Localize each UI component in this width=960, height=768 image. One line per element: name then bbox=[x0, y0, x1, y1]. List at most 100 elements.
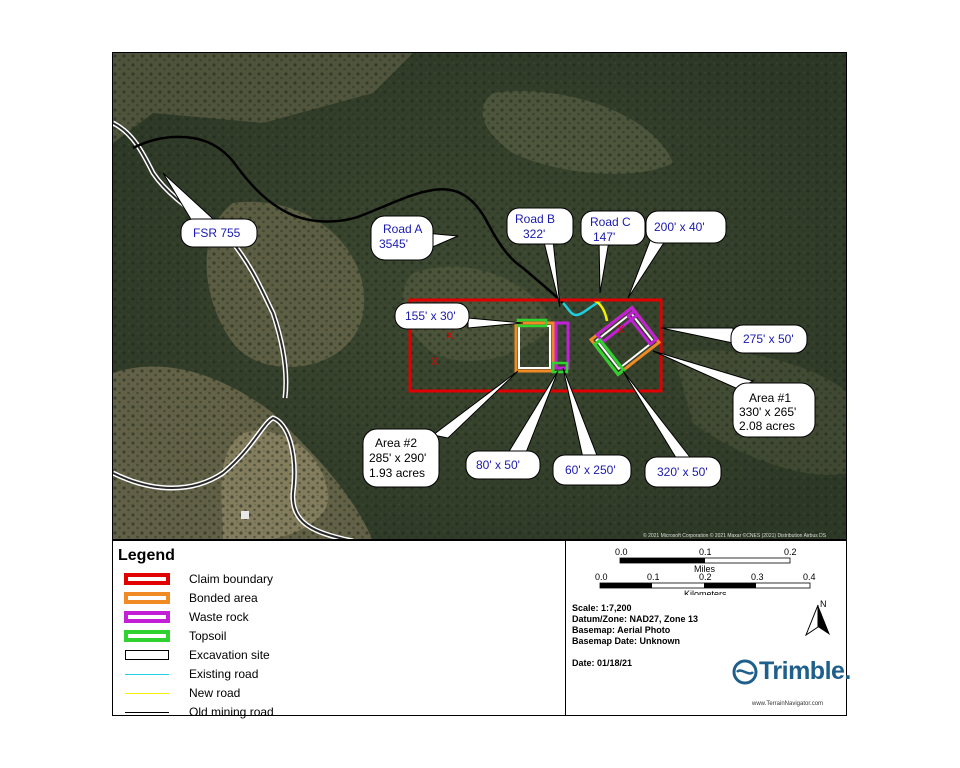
legend-swatch bbox=[124, 573, 170, 585]
area-1-excavation[interactable] bbox=[595, 311, 655, 371]
area-2-bonded[interactable] bbox=[514, 321, 555, 373]
scale-tick: 0.0 bbox=[615, 547, 628, 557]
svg-text:80' x 50': 80' x 50' bbox=[476, 458, 520, 472]
scale-ratio: Scale: 1:7,200 bbox=[572, 603, 632, 613]
legend-line bbox=[125, 674, 169, 675]
legend-swatch bbox=[124, 592, 170, 604]
svg-text:320' x 50': 320' x 50' bbox=[657, 465, 708, 479]
claim-boundary[interactable] bbox=[408, 298, 663, 393]
legend-label: Claim boundary bbox=[189, 572, 274, 586]
legend-label: Old mining road bbox=[189, 705, 274, 719]
scale-tick: 0.1 bbox=[647, 572, 660, 582]
legend-item: Topsoil bbox=[124, 628, 545, 646]
miles-bar-fill bbox=[620, 558, 705, 563]
excavation-marker: X bbox=[431, 356, 439, 368]
map-info: 0.0 0.1 0.2 Miles 0.0 0.1 0.2 0.3 0.4 Ki… bbox=[566, 541, 851, 715]
svg-text:N: N bbox=[820, 599, 827, 609]
legend-label: Waste rock bbox=[189, 610, 249, 624]
svg-text:3545': 3545' bbox=[379, 237, 408, 251]
map-date: Date: 01/18/21 bbox=[572, 658, 633, 668]
legend-swatch bbox=[125, 650, 169, 660]
callout-155x30[interactable]: 155' x 30' bbox=[394, 302, 524, 330]
legend-item: New road bbox=[125, 685, 545, 703]
attribution: © 2021 Microsoft Corporation © 2021 Maxa… bbox=[643, 532, 827, 539]
legend-item: Old mining road bbox=[125, 704, 545, 722]
scale-tick: 0.4 bbox=[803, 572, 816, 582]
scale-tick: 0.0 bbox=[595, 572, 608, 582]
svg-text:322': 322' bbox=[523, 227, 545, 241]
legend-swatch bbox=[124, 611, 170, 623]
scale-tick: 0.2 bbox=[784, 547, 797, 557]
callout-area-1[interactable]: Area #1 330' x 265' 2.08 acres bbox=[652, 350, 816, 438]
callout-road-c[interactable]: Road C 147' bbox=[580, 210, 646, 294]
scale-unit-miles: Miles bbox=[694, 564, 716, 574]
svg-text:Area #1: Area #1 bbox=[749, 391, 791, 405]
legend-label: Excavation site bbox=[189, 648, 270, 662]
building bbox=[241, 511, 249, 519]
legend-label: New road bbox=[189, 686, 241, 700]
svg-text:Road B: Road B bbox=[515, 212, 555, 226]
legend-item: Claim boundary bbox=[124, 571, 545, 589]
area-1-group[interactable] bbox=[588, 305, 662, 377]
legend-item: Existing road bbox=[125, 666, 545, 684]
legend-item: Waste rock bbox=[124, 609, 545, 627]
scale-tick: 0.1 bbox=[699, 547, 712, 557]
svg-text:1.93 acres: 1.93 acres bbox=[369, 466, 425, 480]
svg-text:285' x 290': 285' x 290' bbox=[369, 451, 426, 465]
topsoil-80x50[interactable] bbox=[551, 361, 569, 374]
callout-area-2[interactable]: Area #2 285' x 290' 1.93 acres bbox=[362, 370, 519, 488]
north-arrow-icon: N bbox=[804, 599, 830, 637]
waste-rock-60x250[interactable] bbox=[554, 321, 570, 370]
svg-text:FSR 755: FSR 755 bbox=[193, 226, 241, 240]
svg-text:330' x 265': 330' x 265' bbox=[739, 405, 796, 419]
datum-zone: Datum/Zone: NAD27, Zone 13 bbox=[572, 614, 699, 624]
logo-url: www.TerrainNavigator.com bbox=[752, 701, 824, 707]
trimble-logo: Trimble. bbox=[759, 657, 851, 685]
basemap-date: Basemap Date: Unknown bbox=[572, 636, 681, 646]
callout-road-a[interactable]: Road A 3545' bbox=[370, 215, 459, 261]
scale-tick: 0.3 bbox=[751, 572, 764, 582]
callout-80x50[interactable]: 80' x 50' bbox=[465, 370, 559, 480]
callout-road-b[interactable]: Road B 322' bbox=[506, 207, 574, 308]
trimble-globe-icon bbox=[732, 659, 758, 685]
callout-fsr-755[interactable]: FSR 755 bbox=[162, 172, 258, 248]
excavation-marker: X bbox=[446, 330, 454, 342]
legend-label: Existing road bbox=[189, 667, 259, 681]
legend-line bbox=[125, 693, 169, 694]
callout-275x50[interactable]: 275' x 50' bbox=[660, 324, 808, 354]
scale-bar bbox=[599, 557, 811, 589]
callout-200x40[interactable]: 200' x 40' bbox=[627, 210, 727, 299]
legend-line bbox=[125, 712, 169, 713]
legend-title: Legend bbox=[118, 547, 175, 564]
aerial-map[interactable]: X X X X FSR 755 Road A 3545' Road B 322'… bbox=[113, 53, 847, 540]
svg-text:Road A: Road A bbox=[383, 222, 422, 236]
legend-item: Excavation site bbox=[125, 647, 545, 665]
existing-road[interactable] bbox=[562, 298, 604, 317]
callout-320x50[interactable]: 320' x 50' bbox=[622, 370, 722, 488]
callout-60x250[interactable]: 60' x 250' bbox=[552, 367, 632, 486]
legend-swatch bbox=[124, 630, 170, 642]
svg-text:60' x 250': 60' x 250' bbox=[565, 463, 616, 477]
scale-tick: 0.2 bbox=[699, 572, 712, 582]
map-frame[interactable]: X X X X FSR 755 Road A 3545' Road B 322'… bbox=[112, 52, 847, 540]
km-bar-fill bbox=[704, 583, 756, 588]
svg-text:2.08 acres: 2.08 acres bbox=[739, 419, 795, 433]
scale-unit-km: Kilometers bbox=[684, 589, 727, 595]
waste-rock-275x50[interactable] bbox=[625, 308, 659, 347]
km-bar-fill bbox=[600, 583, 652, 588]
basemap: Basemap: Aerial Photo bbox=[572, 625, 671, 635]
old-mining-road[interactable] bbox=[132, 135, 564, 304]
legend-label: Bonded area bbox=[189, 591, 258, 605]
excavation-marker: X bbox=[617, 324, 625, 336]
svg-text:155' x 30': 155' x 30' bbox=[405, 309, 456, 323]
svg-text:200' x 40': 200' x 40' bbox=[654, 220, 705, 234]
legend-item: Bonded area bbox=[124, 590, 545, 608]
topsoil-320x50[interactable] bbox=[592, 337, 626, 377]
svg-text:147': 147' bbox=[593, 230, 615, 244]
svg-text:Road C: Road C bbox=[590, 215, 631, 229]
legend-label: Topsoil bbox=[189, 629, 227, 643]
svg-text:Area #2: Area #2 bbox=[375, 436, 417, 450]
svg-text:275' x 50': 275' x 50' bbox=[743, 332, 794, 346]
